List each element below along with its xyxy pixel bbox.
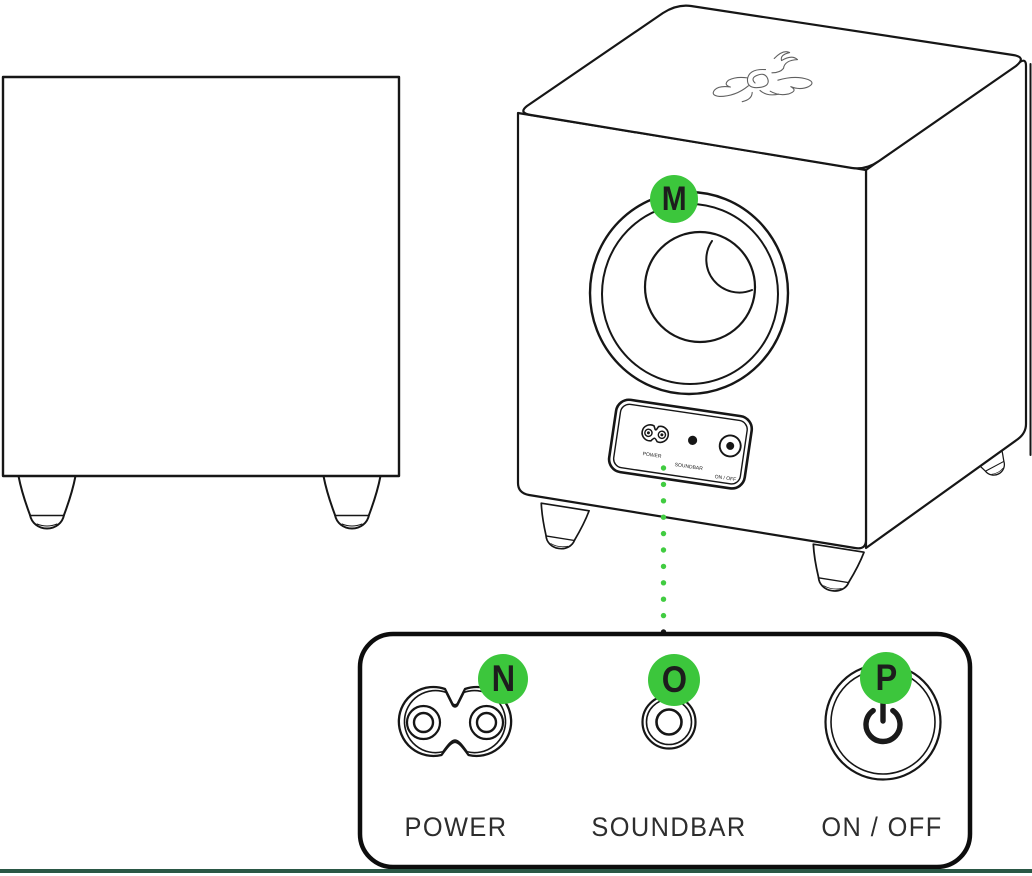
callout-badge-o: O — [648, 654, 700, 706]
power-symbol-icon — [863, 700, 903, 745]
callout-badge-p: P — [860, 652, 912, 704]
mini-power-label: POWER — [642, 451, 662, 460]
callout-letter-n: N — [491, 658, 515, 699]
callout-letter-m: M — [661, 179, 687, 218]
mini-on-off-label: ON / OFF — [714, 474, 736, 483]
cabinet-front-face — [516, 111, 868, 550]
soundbar-label: SOUNDBAR — [591, 812, 747, 842]
razer-logo-icon — [712, 51, 813, 103]
subwoofer-io-panel: POWER SOUNDBAR ON / OFF — [607, 398, 754, 490]
callout-letter-o: O — [661, 659, 687, 700]
mini-soundbar-jack-icon — [688, 435, 698, 445]
mini-soundbar-label: SOUNDBAR — [674, 462, 703, 472]
perspective-front-right-foot — [805, 543, 865, 596]
on-off-label: ON / OFF — [821, 812, 943, 842]
subwoofer-front-view — [1, 75, 401, 530]
callout-dotted-line — [660, 465, 667, 635]
front-view-left-foot — [17, 475, 77, 530]
cabinet-top-face — [522, 4, 1022, 170]
footer-rule — [0, 869, 1032, 873]
dust-cap-arc — [705, 240, 753, 294]
perspective-front-left-foot — [533, 502, 590, 554]
callout-badge-n: N — [478, 654, 528, 704]
callout-badge-m: M — [650, 175, 698, 223]
front-view-cabinet — [1, 75, 401, 478]
mini-power-connector-icon — [641, 424, 670, 444]
front-view-right-foot — [322, 475, 382, 530]
cabinet-side-face — [864, 59, 1028, 550]
power-connector-icon — [397, 685, 513, 758]
mini-on-off-button-icon — [718, 434, 742, 458]
subwoofer-perspective-view: POWER SOUNDBAR ON / OFF — [516, 4, 1032, 596]
power-label: POWER — [404, 812, 508, 842]
callout-letter-p: P — [875, 657, 897, 698]
